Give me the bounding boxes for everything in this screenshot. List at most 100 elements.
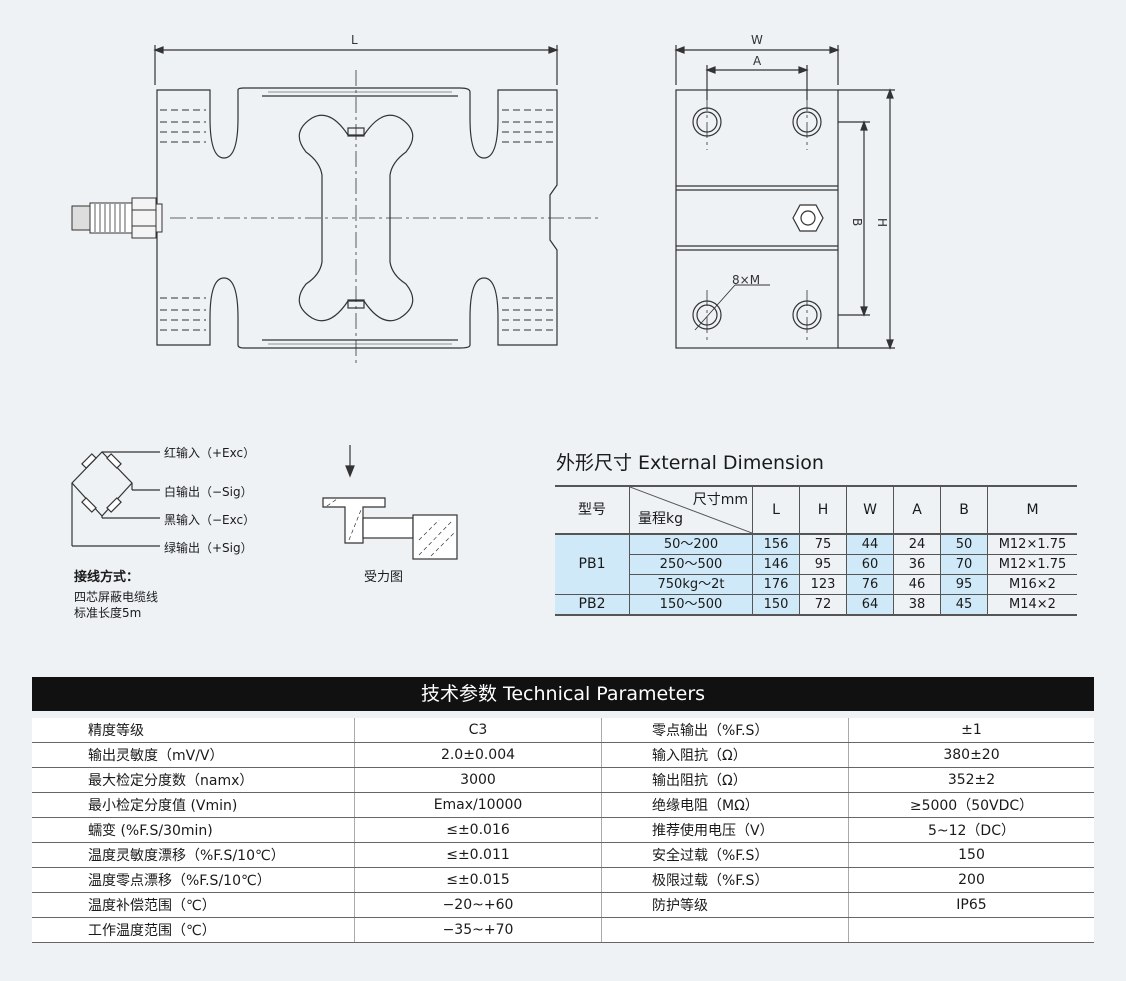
param-value: ≥5000（50VDC） xyxy=(848,792,1094,818)
value-M: M16×2 xyxy=(987,574,1077,595)
value-A: 36 xyxy=(893,554,941,575)
param-value: 5~12（DC） xyxy=(848,817,1094,843)
value-A: 24 xyxy=(893,534,941,555)
param-name xyxy=(601,917,849,943)
value-W: 76 xyxy=(846,574,894,595)
force-diagram-label: 受力图 xyxy=(364,570,404,585)
col-size-label: 尺寸mm xyxy=(692,492,748,508)
param-value: 3000 xyxy=(354,767,602,793)
param-value: C3 xyxy=(354,718,602,743)
dimension-table: 型号 尺寸mm 量程kg L H W A B M PB1 50～200 156 … xyxy=(555,485,1077,616)
value-B: 45 xyxy=(940,594,988,616)
wire-black-label: 黑输入（−Exc） xyxy=(164,513,256,527)
model-cell: PB2 xyxy=(555,594,630,616)
range-cell: 750kg～2t xyxy=(629,574,753,595)
param-value: ≤±0.016 xyxy=(354,817,602,843)
range-cell: 250～500 xyxy=(629,554,753,575)
col-H: H xyxy=(799,485,847,535)
range-cell: 50～200 xyxy=(629,534,753,555)
param-name: 温度零点漂移（%F.S/10℃） xyxy=(32,867,355,893)
col-M: M xyxy=(987,485,1077,535)
param-name: 安全过载（%F.S） xyxy=(601,842,849,868)
param-name: 工作温度范围（℃） xyxy=(32,917,355,943)
value-W: 44 xyxy=(846,534,894,555)
col-B: B xyxy=(940,485,988,535)
range-cell: 150～500 xyxy=(629,594,753,616)
side-view-drawing: W A B H 8×M xyxy=(674,33,895,350)
value-W: 64 xyxy=(846,594,894,616)
param-name: 输出灵敏度（mV/V） xyxy=(32,742,355,768)
col-L: L xyxy=(752,485,800,535)
value-A: 38 xyxy=(893,594,941,616)
param-name: 推荐使用电压（V） xyxy=(601,817,849,843)
dim-label-H: H xyxy=(875,218,889,227)
tech-params-title: 技术参数 Technical Parameters xyxy=(32,677,1094,711)
param-value: ≤±0.011 xyxy=(354,842,602,868)
table-row: 工作温度范围（℃）−35~+70 xyxy=(32,917,1094,943)
wire-white-label: 白输出（−Sig） xyxy=(164,485,253,499)
dim-label-holes: 8×M xyxy=(732,273,760,287)
wire-green-label: 绿输出（+Sig） xyxy=(164,541,253,555)
value-L: 146 xyxy=(752,554,800,575)
value-L: 176 xyxy=(752,574,800,595)
col-A: A xyxy=(893,485,941,535)
cable-type: 四芯屏蔽电缆线 xyxy=(74,590,159,604)
param-value: ±1 xyxy=(848,718,1094,743)
table-row: 750kg～2t 176 123 76 46 95 M16×2 xyxy=(555,574,1077,595)
param-name: 极限过载（%F.S） xyxy=(601,867,849,893)
col-range-label: 量程kg xyxy=(638,511,683,527)
param-name: 最小检定分度值 (Vmin) xyxy=(32,792,355,818)
param-name: 温度灵敏度漂移（%F.S/10℃） xyxy=(32,842,355,868)
value-M: M12×1.75 xyxy=(987,554,1077,575)
wiring-method-title: 接线方式： xyxy=(74,570,140,585)
value-H: 75 xyxy=(799,534,847,555)
param-value: 150 xyxy=(848,842,1094,868)
dim-label-A: A xyxy=(753,54,762,68)
dim-label-L: L xyxy=(351,33,358,47)
dim-label-B: B xyxy=(850,218,864,226)
param-value: IP65 xyxy=(848,892,1094,918)
param-name: 精度等级 xyxy=(32,718,355,743)
param-value: 352±2 xyxy=(848,767,1094,793)
col-size-range: 尺寸mm 量程kg xyxy=(629,485,753,535)
value-B: 50 xyxy=(940,534,988,555)
table-row: PB1 50～200 156 75 44 24 50 M12×1.75 xyxy=(555,534,1077,595)
param-name: 零点输出（%F.S） xyxy=(601,718,849,743)
param-value: ≤±0.015 xyxy=(354,867,602,893)
front-view-drawing: L xyxy=(71,33,600,365)
param-value xyxy=(848,917,1094,943)
param-name: 输出阻抗（Ω） xyxy=(601,767,849,793)
param-name: 蠕变 (%F.S/30min) xyxy=(32,817,355,843)
value-L: 150 xyxy=(752,594,800,616)
param-value: 2.0±0.004 xyxy=(354,742,602,768)
param-name: 温度补偿范围（℃） xyxy=(32,892,355,918)
value-B: 95 xyxy=(940,574,988,595)
col-W: W xyxy=(846,485,894,535)
param-value: 380±20 xyxy=(848,742,1094,768)
param-name: 输入阻抗（Ω） xyxy=(601,742,849,768)
param-name: 最大检定分度数（namx） xyxy=(32,767,355,793)
param-value: 200 xyxy=(848,867,1094,893)
param-value: −20~+60 xyxy=(354,892,602,918)
force-diagram xyxy=(322,445,458,560)
value-H: 123 xyxy=(799,574,847,595)
col-model: 型号 xyxy=(555,485,630,535)
dim-label-W: W xyxy=(751,33,763,47)
value-B: 70 xyxy=(940,554,988,575)
wiring-bridge-diagram xyxy=(71,451,160,547)
dimension-title: 外形尺寸 External Dimension xyxy=(556,452,824,474)
param-value: Emax/10000 xyxy=(354,792,602,818)
value-L: 156 xyxy=(752,534,800,555)
value-W: 60 xyxy=(846,554,894,575)
param-name: 绝缘电阻（MΩ） xyxy=(601,792,849,818)
value-M: M14×2 xyxy=(987,594,1077,616)
